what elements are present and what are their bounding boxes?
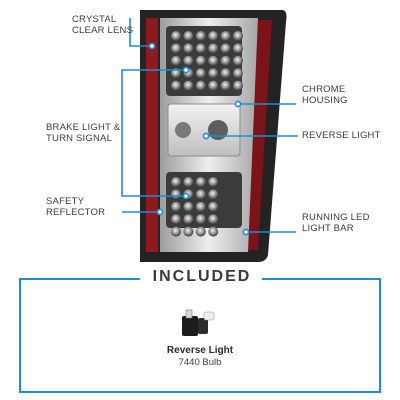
led-cell xyxy=(183,43,194,54)
callout-brake-turn: BRAKE LIGHT & TURN SIGNAL xyxy=(46,122,120,144)
led-cell xyxy=(183,201,194,212)
led-cell xyxy=(171,201,181,212)
led-cell xyxy=(171,31,181,41)
led-cell xyxy=(208,214,219,225)
callout-reverse-light-line1: REVERSE LIGHT xyxy=(302,130,381,141)
led-cell xyxy=(183,177,194,187)
led-cell xyxy=(195,80,206,91)
led-cell xyxy=(233,43,243,54)
callout-chrome-housing: CHROME HOUSING xyxy=(302,84,348,106)
led-cell xyxy=(195,214,206,225)
bulb-icon xyxy=(182,309,215,336)
callout-crystal-lens-line1: CRYSTAL xyxy=(72,14,117,25)
led-cell xyxy=(195,55,206,66)
callout-running-led-line1: RUNNING LED xyxy=(302,212,370,223)
callout-chrome-housing-line2: HOUSING xyxy=(302,95,348,106)
led-cell xyxy=(208,189,219,200)
led-cell xyxy=(208,43,219,54)
crystal-lens-line xyxy=(129,18,152,47)
brake-turn-line xyxy=(121,69,186,132)
led-cell xyxy=(208,177,219,187)
led-cell xyxy=(171,43,181,54)
led-cell xyxy=(233,80,243,91)
led-cell xyxy=(171,214,181,225)
callout-running-led: RUNNING LED LIGHT BAR xyxy=(302,212,370,234)
marker-chrome-housing xyxy=(234,100,242,108)
lower-led-panel xyxy=(166,172,242,228)
marker-crystal-lens xyxy=(148,42,156,50)
led-cell xyxy=(233,31,243,41)
led-cell xyxy=(195,68,206,79)
led-cell xyxy=(171,55,181,66)
callout-markers xyxy=(148,42,250,236)
led-cell xyxy=(220,31,231,41)
led-cell xyxy=(183,80,194,91)
callout-crystal-lens-line2: CLEAR LENS xyxy=(72,25,134,36)
led-cell xyxy=(208,201,219,212)
callout-reverse-light: REVERSE LIGHT xyxy=(302,130,381,141)
bulb-model: 7440 Bulb xyxy=(178,357,222,368)
led-cell xyxy=(195,189,206,200)
led-cell xyxy=(183,31,194,41)
reverse-bulb-left xyxy=(175,122,191,138)
red-trim xyxy=(146,18,158,252)
brake-turn-line-lower xyxy=(121,132,186,197)
led-cell xyxy=(195,31,206,41)
led-cell xyxy=(208,55,219,66)
led-cell xyxy=(195,177,206,187)
reverse-bulb-right xyxy=(208,120,228,140)
marker-brake-lower xyxy=(182,192,190,200)
bulb-name: Reverse Light xyxy=(166,345,234,356)
reverse-lens xyxy=(167,103,241,157)
callout-safety-reflector: SAFETY REFLECTOR xyxy=(46,196,105,218)
marker-running-led xyxy=(242,228,250,236)
callout-crystal-lens: CRYSTAL CLEAR LENS xyxy=(72,14,133,36)
led-cell xyxy=(195,226,206,237)
led-cell xyxy=(183,55,194,66)
red-trim-right xyxy=(248,20,272,250)
led-cell xyxy=(208,80,219,91)
led-cell xyxy=(208,226,219,237)
led-cell xyxy=(183,214,194,225)
led-cell xyxy=(233,68,243,79)
led-cell xyxy=(233,55,243,66)
callout-safety-reflector-line2: REFLECTOR xyxy=(46,207,106,218)
led-cell xyxy=(220,68,231,79)
callout-lines xyxy=(121,18,298,233)
led-cell xyxy=(208,68,219,79)
led-cell xyxy=(195,201,206,212)
led-cell xyxy=(183,226,194,237)
included-title: INCLUDED xyxy=(150,268,254,286)
led-cell xyxy=(195,43,206,54)
marker-reverse-light xyxy=(202,132,210,140)
led-cell xyxy=(171,189,181,200)
led-cell xyxy=(220,55,231,66)
callout-brake-turn-line1: BRAKE LIGHT & xyxy=(46,122,121,133)
led-cell xyxy=(171,177,181,187)
led-cell xyxy=(171,226,181,237)
led-cell xyxy=(220,80,231,91)
included-frame xyxy=(19,278,381,393)
led-cell xyxy=(208,31,219,41)
callout-safety-reflector-line1: SAFETY xyxy=(46,196,85,207)
led-grid xyxy=(171,31,243,237)
marker-safety-reflector xyxy=(156,208,164,216)
callout-brake-turn-line2: TURN SIGNAL xyxy=(46,133,113,144)
callout-chrome-housing-line1: CHROME xyxy=(302,84,346,95)
led-cell xyxy=(220,43,231,54)
callout-running-led-line2: LIGHT BAR xyxy=(302,223,354,234)
led-cell xyxy=(171,80,181,91)
marker-brake-upper xyxy=(182,66,190,74)
